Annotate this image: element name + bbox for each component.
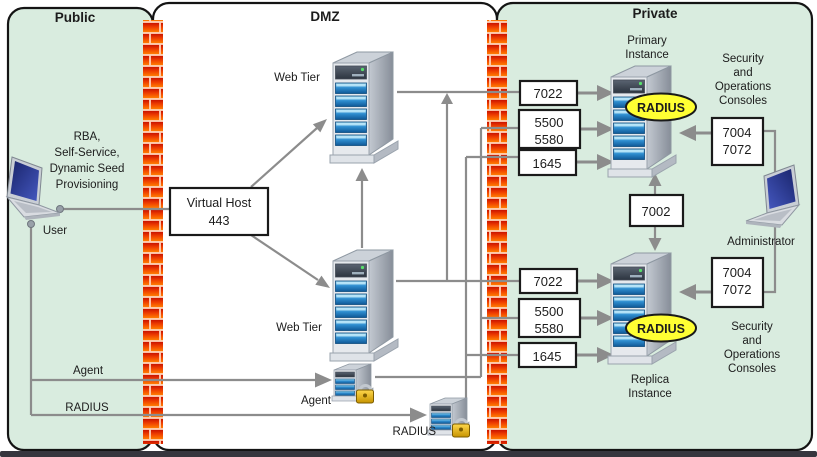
zone-title-dmz: DMZ: [310, 9, 339, 24]
web-tier-top-label: Web Tier: [274, 72, 320, 84]
arrowhead-1645-replica: [597, 347, 614, 363]
radius-badge-replica: [625, 313, 697, 343]
public-services-line: RBA,: [74, 131, 101, 143]
console-port-7004-primary: 7004: [723, 125, 752, 140]
port-box-console-primary: [710, 116, 765, 167]
replica-instance-label: Instance: [628, 388, 671, 400]
arrowhead-7022-replica: [597, 273, 614, 289]
firewall-icon-right: [487, 20, 507, 444]
virtual-host-box: [168, 186, 270, 237]
port-box-1645-replica: [517, 341, 578, 369]
arrowhead-5500-primary: [597, 121, 614, 137]
console-caption-primary: Security: [722, 53, 764, 65]
connector-dot: [56, 205, 64, 213]
administrator-label: Administrator: [727, 236, 795, 248]
arrowhead-webtier-top: [312, 119, 327, 133]
console-caption-replica: and: [742, 335, 761, 347]
line-vh-to-webtier-bottom: [250, 234, 319, 281]
port-5580-replica: 5580: [535, 321, 564, 336]
primary-instance-label: Instance: [625, 49, 668, 61]
console-port-7072-replica: 7072: [723, 282, 752, 297]
port-1645-replica: 1645: [533, 349, 562, 364]
arrowhead-7022-primary: [597, 85, 614, 101]
radius-badge-text-primary: RADIUS: [637, 101, 685, 115]
console-caption-primary: Consoles: [719, 95, 767, 107]
public-radius-label: RADIUS: [65, 402, 109, 414]
public-zone-panel: [6, 6, 155, 452]
console-caption-primary: and: [733, 67, 752, 79]
arrowhead-console-primary: [679, 125, 696, 141]
replica-instance-label: Replica: [631, 374, 670, 386]
dmz-agent-label: Agent: [301, 395, 332, 407]
port-box-console-replica: [710, 256, 765, 309]
primary-instance-label: Primary: [627, 35, 667, 47]
console-port-7072-primary: 7072: [723, 142, 752, 157]
radius-badge-text-replica: RADIUS: [637, 322, 685, 336]
arrowhead-console-replica: [679, 284, 696, 300]
port-box-7022-replica: [518, 267, 579, 295]
connector-dot: [27, 220, 35, 228]
public-services-line: Self-Service,: [54, 147, 119, 159]
virtual-host-name: Virtual Host: [187, 196, 252, 210]
port-box-7022-primary: [518, 79, 579, 107]
virtual-host-port: 443: [209, 214, 230, 228]
public-agent-label: Agent: [73, 365, 104, 377]
port-1645-primary: 1645: [533, 156, 562, 171]
arrowhead-replication-down: [648, 238, 662, 251]
port-5500-primary: 5500: [535, 115, 564, 130]
public-services-line: Provisioning: [56, 179, 119, 191]
radius-badge-primary: [625, 92, 697, 122]
port-box-5500-5580-replica: [517, 297, 582, 339]
port-box-5500-5580-primary: [517, 108, 582, 150]
console-caption-replica: Security: [731, 321, 773, 333]
console-caption-replica: Consoles: [728, 363, 776, 375]
zone-title-private: Private: [632, 6, 678, 21]
arrowhead-webtier-riser: [441, 93, 453, 104]
zone-title-public: Public: [55, 10, 96, 25]
arrowhead-1645-primary: [597, 154, 614, 170]
arrowhead-replication-up: [648, 173, 662, 186]
console-caption-replica: Operations: [724, 349, 781, 361]
arrowhead-webtier-bottom: [315, 275, 330, 288]
server-lock-icon-agent: [330, 362, 375, 405]
arrowhead-agent: [315, 372, 332, 388]
connectors: [27, 85, 777, 423]
dmz-radius-label: RADIUS: [393, 426, 437, 438]
port-box-1645-primary: [517, 148, 578, 177]
outer-frame-bottom-edge: [0, 451, 817, 457]
port-box-7002: [628, 193, 685, 228]
port-5500-replica: 5500: [535, 304, 564, 319]
port-5580-primary: 5580: [535, 132, 564, 147]
user-label: User: [43, 225, 67, 237]
line-vh-to-webtier-top: [250, 127, 318, 188]
port-7022-primary: 7022: [534, 86, 563, 101]
firewall-icon-left: [143, 20, 163, 444]
console-port-7004-replica: 7004: [723, 265, 752, 280]
port-7002: 7002: [642, 204, 671, 219]
web-tier-bottom-label: Web Tier: [276, 322, 322, 334]
public-services-line: Dynamic Seed: [50, 163, 125, 175]
arrowhead-5500-replica: [597, 310, 614, 326]
arrowhead-webtier-vertical: [355, 168, 369, 181]
arrowhead-radius: [410, 407, 427, 423]
port-7022-replica: 7022: [534, 274, 563, 289]
console-caption-primary: Operations: [715, 81, 772, 93]
